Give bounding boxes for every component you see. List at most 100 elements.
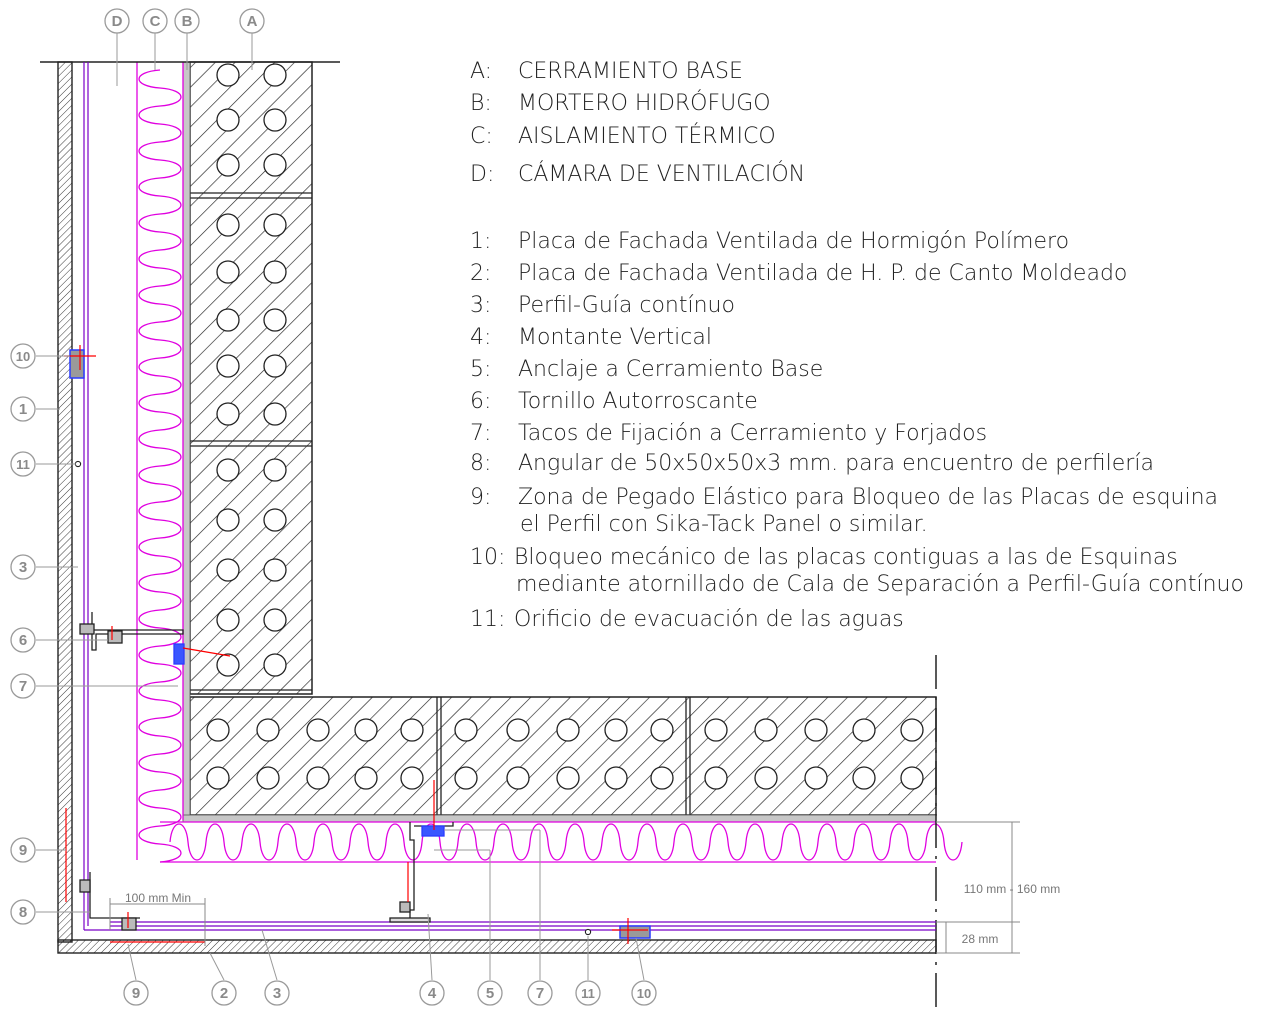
legend-item-3: 3:Perfil-Guía contínuo	[470, 293, 735, 318]
wall-hole	[263, 63, 287, 87]
cladding-panels	[40, 61, 937, 1008]
callout-bottom-2: 2	[211, 980, 237, 1006]
wall-hole	[704, 766, 728, 790]
wall-hole	[506, 766, 530, 790]
guide-profile	[83, 62, 936, 931]
callout-left-9: 9	[10, 837, 36, 863]
legend-layer-d: D:CÁMARA DE VENTILACIÓN	[470, 162, 806, 187]
wall-hole	[263, 354, 287, 378]
dim-cavity: 110 mm - 160 mm	[964, 882, 1060, 896]
wall-hole	[604, 718, 628, 742]
svg-text:3: 3	[273, 985, 281, 1002]
svg-text:6: 6	[19, 632, 27, 649]
svg-text:B: B	[182, 13, 193, 30]
wall-hole	[804, 718, 828, 742]
callout-left-10: 10	[10, 343, 36, 369]
callout-bottom-9: 9	[123, 980, 149, 1006]
wall-hole	[900, 766, 924, 790]
drain-hole-left	[74, 460, 82, 468]
wall-hole	[556, 718, 580, 742]
callout-bottom-7: 7	[527, 980, 553, 1006]
wall-hole	[216, 308, 240, 332]
wall-hole	[216, 63, 240, 87]
wall-hole	[400, 718, 424, 742]
thermal-insulation	[136, 62, 963, 863]
legend-item-2: 2:Placa de Fachada Ventilada de H. P. de…	[470, 261, 1128, 286]
wall-hole	[263, 213, 287, 237]
callout-left-11: 11	[10, 451, 36, 477]
svg-text:11: 11	[16, 457, 30, 472]
wall-hole	[650, 718, 674, 742]
legend-item-9: 9:Zona de Pegado Elástico para Bloqueo d…	[470, 485, 1219, 510]
wall-hole	[852, 718, 876, 742]
legend-item-6: 6:Tornillo Autorroscante	[470, 389, 758, 414]
wall-hole	[216, 653, 240, 677]
wall-hole	[704, 718, 728, 742]
svg-text:4: 4	[428, 985, 437, 1002]
wall-hole	[216, 608, 240, 632]
wall-hole	[354, 766, 378, 790]
callout-left-7: 7	[10, 673, 36, 699]
legend-item-10: 10:Bloqueo mecánico de las placas contig…	[470, 545, 1178, 570]
callout-bottom-11: 11	[575, 980, 601, 1006]
callout-bottom-3: 3	[264, 980, 290, 1006]
svg-text:2: 2	[220, 985, 228, 1002]
dim-min-overlap: 100 mm Min	[125, 891, 191, 905]
red-markers	[64, 345, 648, 944]
svg-text:10: 10	[16, 349, 30, 364]
drain-hole-bottom	[584, 928, 592, 936]
callout-left-3: 3	[10, 554, 36, 580]
wall-hole	[754, 766, 778, 790]
wall-hole	[454, 766, 478, 790]
wall-hole	[852, 766, 876, 790]
svg-text:5: 5	[486, 985, 494, 1002]
wall-hole	[400, 766, 424, 790]
wall-hole	[263, 608, 287, 632]
legend-item-10-cont: mediante atornillado de Cala de Separaci…	[516, 572, 1244, 597]
wall-hole	[650, 766, 674, 790]
callout-top-A: A	[239, 8, 265, 34]
legend-item-11: 11:Orificio de evacuación de las aguas	[470, 607, 904, 632]
wall-hole	[263, 508, 287, 532]
legend-item-5: 5:Anclaje a Cerramiento Base	[470, 357, 824, 382]
wall-hole	[206, 718, 230, 742]
legend-layer-a: A:CERRAMIENTO BASE	[470, 59, 743, 84]
insulation-loops-vertical	[138, 69, 182, 863]
wall-hole	[216, 508, 240, 532]
svg-text:1: 1	[19, 401, 27, 418]
wall-hole	[263, 558, 287, 582]
wall-hole	[263, 153, 287, 177]
wall-hole	[206, 766, 230, 790]
wall-hole	[216, 354, 240, 378]
legend-item-8: 8:Angular de 50x50x50x3 mm. para encuent…	[470, 451, 1154, 476]
wall-hole	[604, 766, 628, 790]
svg-text:8: 8	[19, 904, 27, 921]
dimension-lines	[109, 821, 1020, 954]
svg-text:10: 10	[637, 986, 651, 1001]
wall-hole	[804, 766, 828, 790]
svg-text:9: 9	[19, 842, 27, 859]
wall-hole	[216, 260, 240, 284]
legend-layer-b: B:MORTERO HIDRÓFUGO	[470, 91, 771, 116]
wall-hole	[216, 108, 240, 132]
legend-item-1: 1:Placa de Fachada Ventilada de Hormigón…	[470, 229, 1070, 254]
wall-hole	[263, 458, 287, 482]
legend-item-9-cont: el Perfil con Sika-Tack Panel o similar.	[520, 512, 928, 537]
callout-left-6: 6	[10, 627, 36, 653]
wall-hole	[263, 260, 287, 284]
wall-hole	[754, 718, 778, 742]
svg-text:9: 9	[132, 985, 140, 1002]
svg-text:7: 7	[19, 678, 27, 695]
wall-hole	[263, 653, 287, 677]
wall-hole	[216, 402, 240, 426]
callout-bottom-4: 4	[419, 980, 445, 1006]
wall-hole	[506, 718, 530, 742]
callout-top-D: D	[104, 8, 130, 34]
legend-item-4: 4:Montante Vertical	[470, 325, 712, 350]
wall-hole	[454, 718, 478, 742]
svg-text:C: C	[150, 13, 161, 30]
wall-hole	[216, 458, 240, 482]
wall-hole	[306, 718, 330, 742]
svg-text:3: 3	[19, 559, 27, 576]
